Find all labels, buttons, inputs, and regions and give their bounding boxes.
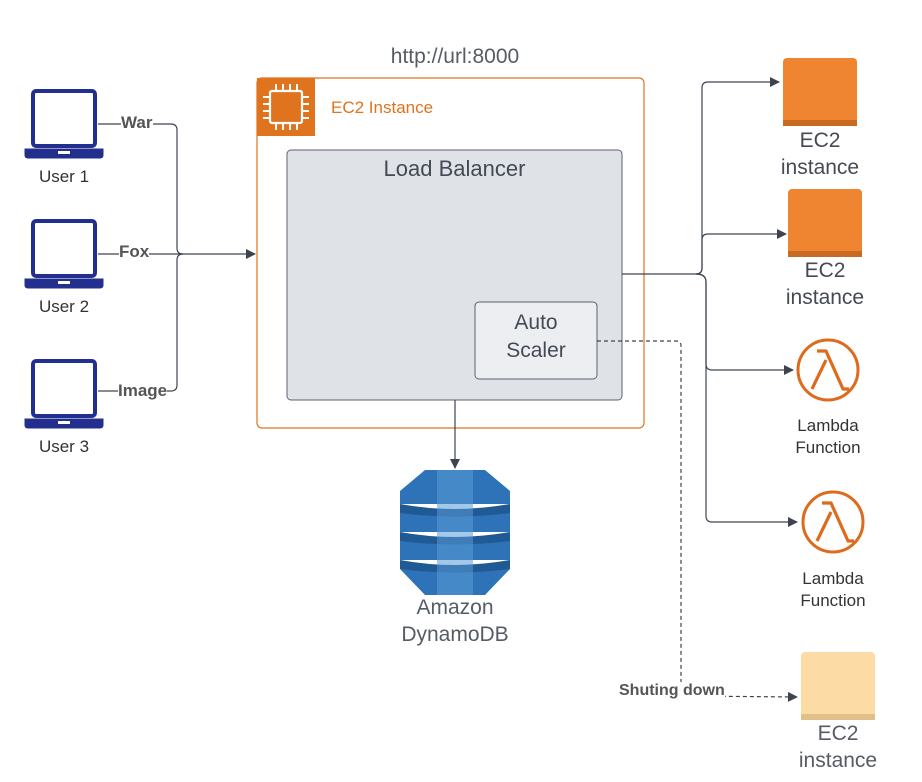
connector-target-1 — [622, 77, 780, 275]
target-2-label-line2: instance — [785, 286, 865, 309]
auto-scaler-label-line2: Scaler — [506, 339, 566, 362]
shutdown-ec2-label-line1: EC2 — [817, 722, 859, 745]
laptop-icon — [24, 89, 104, 159]
user-1-label: User 1 — [38, 167, 90, 186]
request-label-user1: War — [121, 113, 153, 132]
shutdown-edge-label: Shuting down — [619, 682, 725, 700]
connector-user3 — [98, 253, 184, 392]
request-label-user2: Fox — [119, 242, 150, 261]
url-label: http://url:8000 — [390, 45, 520, 68]
connector-user1 — [98, 123, 184, 255]
lambda-icon — [796, 338, 860, 402]
target-1-label-line1: EC2 — [799, 129, 841, 152]
ec2-instance-shutdown-icon — [801, 652, 875, 720]
user-3-label: User 3 — [38, 437, 90, 456]
connector-target-2 — [695, 229, 787, 275]
laptop-icon — [24, 359, 104, 429]
target-1-label-line2: instance — [780, 156, 860, 179]
ec2-container-title: EC2 Instance — [331, 98, 434, 117]
load-balancer-title: Load Balancer — [383, 156, 526, 181]
target-4-label-line1: Lambda — [802, 569, 864, 588]
dynamodb-icon — [400, 470, 510, 595]
user-2-label: User 2 — [38, 297, 90, 316]
dynamodb-label-line2: DynamoDB — [401, 623, 509, 646]
connector-shutdown — [597, 340, 798, 702]
target-3-label-line1: Lambda — [797, 416, 859, 435]
dynamodb-label-line1: Amazon — [416, 596, 494, 619]
chip-icon — [257, 78, 315, 136]
request-label-user3: Image — [118, 381, 168, 400]
target-2-label-line1: EC2 — [804, 259, 846, 282]
ec2-instance-icon — [788, 189, 862, 257]
connector-target-4 — [695, 273, 798, 527]
shutdown-ec2-label-line2: instance — [798, 749, 878, 772]
ec2-instance-icon — [783, 58, 857, 126]
laptop-icon — [24, 219, 104, 289]
target-4-label-line2: Function — [800, 591, 866, 610]
lambda-icon — [801, 490, 865, 554]
auto-scaler-label-line1: Auto — [514, 311, 558, 334]
target-3-label-line2: Function — [795, 438, 861, 457]
